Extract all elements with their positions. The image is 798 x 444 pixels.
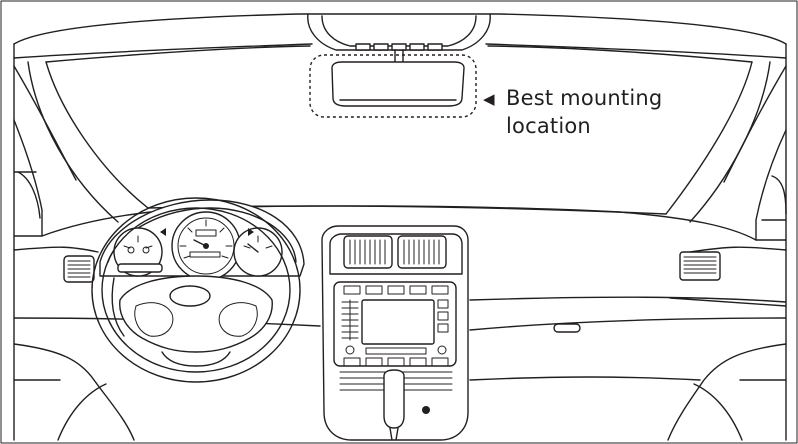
right-air-vent xyxy=(679,251,721,281)
rear-view-mirror xyxy=(331,61,465,107)
dashboard xyxy=(13,205,787,441)
roof-outline xyxy=(13,13,787,59)
floor-lines xyxy=(57,383,743,441)
steering-wheel xyxy=(91,197,301,383)
left-air-vent xyxy=(63,255,95,283)
center-console xyxy=(321,225,469,441)
left-triangle-arrow-icon: ◀ xyxy=(483,90,495,108)
callout-line-2: location xyxy=(506,114,591,138)
mounting-location-highlight xyxy=(309,54,477,118)
left-pillar xyxy=(13,57,119,251)
overhead-console xyxy=(307,13,491,65)
glove-box-handle xyxy=(553,323,581,333)
callout-line-1: Best mounting xyxy=(506,86,663,110)
instrument-cluster xyxy=(99,199,305,281)
right-pillar xyxy=(689,57,787,251)
